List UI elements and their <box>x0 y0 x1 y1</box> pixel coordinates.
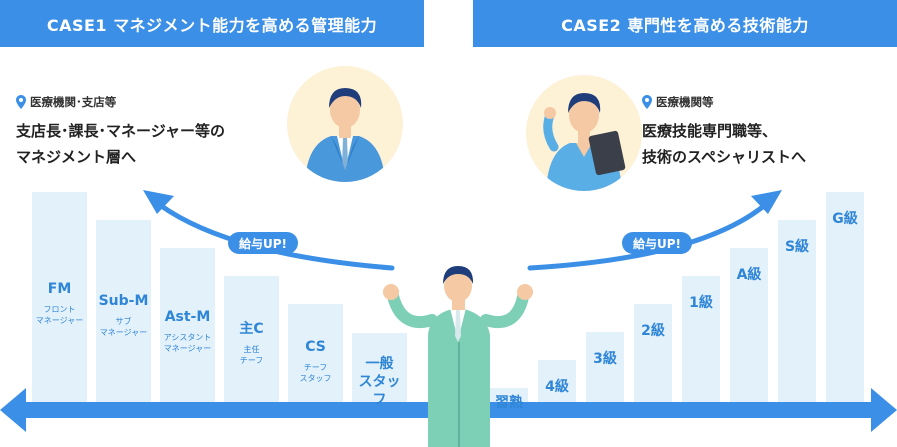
management-level-subtitle: 主任 チーフ <box>239 345 264 365</box>
specialist-illustration <box>526 75 642 191</box>
management-level-label: 主C <box>239 321 264 337</box>
management-level-label: FM <box>47 281 72 297</box>
technical-level-label: 3級 <box>593 351 617 367</box>
management-level-subtitle: フロント マネージャー <box>35 305 84 325</box>
map-pin-icon <box>642 95 652 109</box>
management-level-bar: Ast-M アシスタント マネージャー <box>160 248 215 402</box>
technical-level-bar: 4級 <box>538 360 576 402</box>
technical-level-bar: S級 <box>778 220 816 402</box>
case2-raise-badge: 給与UP! <box>622 232 692 254</box>
management-level-bar: 主C 主任 チーフ <box>224 276 279 402</box>
case1-arrow-head <box>143 190 174 214</box>
technical-level-bar: A級 <box>730 248 768 402</box>
management-level-label: Sub-M <box>98 293 149 309</box>
technical-level-label: 2級 <box>641 323 665 339</box>
map-pin-icon <box>16 95 26 109</box>
case2-description: 医療技能専門職等、 技術のスペシャリストへ <box>642 122 806 166</box>
case2-location: 医療機関等 <box>642 94 714 110</box>
case1-description: 支店長･課長･マネージャー等の マネジメント層へ <box>16 122 225 166</box>
technical-level-bar: 3級 <box>586 332 624 402</box>
case1-banner: CASE1 マネジメント能力を高める管理能力 <box>0 0 424 47</box>
case2-location-text: 医療機関等 <box>656 95 714 109</box>
management-level-label: Ast-M <box>164 309 211 325</box>
technical-level-label: A級 <box>736 267 762 283</box>
management-level-subtitle: サブ マネージャー <box>99 317 148 337</box>
management-level-bar: CS チーフ スタッフ <box>288 304 343 402</box>
case2-banner: CASE2 専門性を高める技術能力 <box>473 0 897 47</box>
case1-location-text: 医療機関･支店等 <box>30 95 117 109</box>
case1-location: 医療機関･支店等 <box>16 94 116 110</box>
technical-level-label: 1級 <box>689 295 713 311</box>
case2-arrow-head <box>751 190 782 214</box>
technical-level-bar: 1級 <box>682 276 720 402</box>
management-level-bar: FM フロント マネージャー <box>32 192 87 402</box>
technical-level-bar: 習熟 <box>490 388 528 411</box>
management-level-bar: Sub-M サブ マネージャー <box>96 220 151 402</box>
technical-level-label: 習熟 <box>495 395 523 411</box>
manager-illustration <box>287 66 403 182</box>
technical-level-label: S級 <box>784 239 810 255</box>
management-level-subtitle: チーフ スタッフ <box>299 363 332 383</box>
technical-level-bar: G級 <box>826 192 864 402</box>
management-level-bar: 一般 スタッフ <box>352 333 407 408</box>
management-level-subtitle: アシスタント マネージャー <box>163 333 212 353</box>
technical-level-label: 4級 <box>545 379 569 395</box>
case1-raise-badge: 給与UP! <box>228 232 298 254</box>
management-level-label: 一般 スタッフ <box>358 356 401 408</box>
technical-level-bar: 2級 <box>634 304 672 402</box>
technical-level-label: G級 <box>832 211 858 227</box>
management-level-label: CS <box>305 339 326 355</box>
